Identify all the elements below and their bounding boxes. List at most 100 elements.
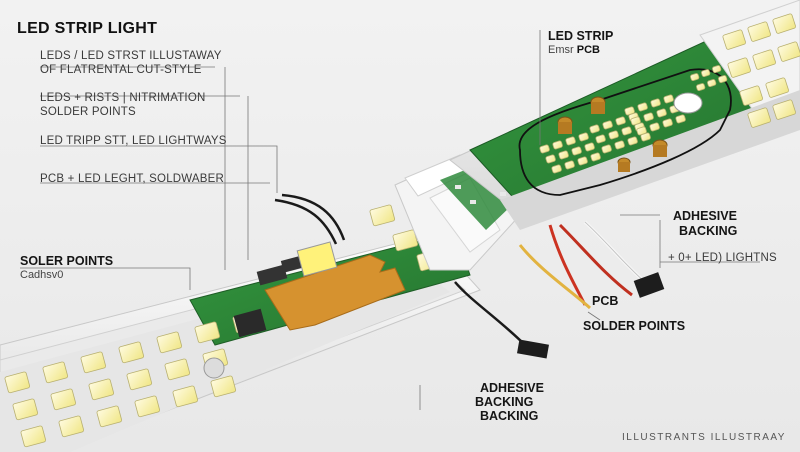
pcb-led xyxy=(608,130,619,140)
led-chip xyxy=(156,331,182,354)
led-chip xyxy=(772,99,796,120)
pcb-led xyxy=(578,132,589,142)
led-chip-small xyxy=(296,241,338,277)
label-led-tripp: LED TRIPP STT, LED LIGHTWAYS xyxy=(40,135,227,147)
pcb-led xyxy=(621,126,632,136)
pcb-led xyxy=(577,156,588,166)
led-chip xyxy=(80,351,106,374)
led-chip xyxy=(118,341,144,364)
pcb-led xyxy=(663,94,674,104)
smd-component xyxy=(470,200,476,204)
smd-component xyxy=(500,192,506,196)
pcb-led xyxy=(602,120,613,130)
pcb-led xyxy=(565,136,576,146)
upper-pcb-leds xyxy=(539,65,728,174)
led-chip xyxy=(42,361,68,384)
label-solder-points-center: SOLDER POINTS xyxy=(583,319,686,333)
led-chip xyxy=(96,405,122,428)
led-chip xyxy=(772,13,796,34)
led-chip xyxy=(210,375,236,398)
pcb-led xyxy=(551,164,562,174)
pcb-led xyxy=(630,116,641,126)
pcb-led xyxy=(649,122,660,132)
diagram-title: LED STRIP LIGHT xyxy=(17,20,158,37)
label-leds-strst: LEDS / LED STRST ILLUSTAWAY xyxy=(40,50,222,62)
wire-red xyxy=(548,224,587,306)
wire-black-2 xyxy=(281,193,346,241)
pcb-led xyxy=(637,102,648,112)
upper-right-led-array xyxy=(722,13,800,128)
pcb-led xyxy=(701,69,711,78)
led-chip xyxy=(747,107,771,128)
label-flatrental: OF FLATRENTAL CUT-STYLE xyxy=(40,64,202,76)
pcb-led xyxy=(601,144,612,154)
pcb-led xyxy=(624,106,635,116)
label-pcb-center: PCB xyxy=(592,294,619,308)
wire-yellow xyxy=(518,244,592,310)
pcb-trace xyxy=(518,68,732,196)
label-led-strip: LED STRIP xyxy=(548,29,614,43)
led-chip xyxy=(58,415,84,438)
screw xyxy=(203,357,225,379)
smd-component xyxy=(455,185,461,189)
led-chip xyxy=(126,368,152,391)
pcb-led xyxy=(552,140,563,150)
upper-chips xyxy=(455,185,506,204)
plug-bottom xyxy=(517,339,549,359)
led-chip xyxy=(722,29,746,50)
connector-block xyxy=(256,264,288,286)
led-chip xyxy=(12,398,38,421)
pcb-led xyxy=(696,83,706,92)
pcb-led xyxy=(718,75,728,84)
led-chip xyxy=(727,57,751,78)
pcb-led xyxy=(614,140,625,150)
label-backing-right: BACKING xyxy=(679,224,738,238)
pcb-led xyxy=(564,160,575,170)
led-chip xyxy=(777,41,800,62)
plug-right xyxy=(633,272,665,298)
pcb-led xyxy=(690,73,700,82)
pcb-led xyxy=(615,116,626,126)
led-chip xyxy=(194,321,220,344)
pcb-led xyxy=(707,79,717,88)
pcb-led xyxy=(590,152,601,162)
connector-clip xyxy=(394,154,521,271)
pcb-led xyxy=(539,144,550,154)
led-chip xyxy=(88,378,114,401)
led-chip xyxy=(172,385,198,408)
label-pcb-top: PCB xyxy=(576,44,600,56)
label-emsr: Emsr xyxy=(548,44,574,56)
led-chip xyxy=(765,77,789,98)
label-adhesive-bottom: ADHESIVE xyxy=(480,381,544,395)
pcb-led xyxy=(595,134,606,144)
led-chip xyxy=(134,395,160,418)
pcb-led xyxy=(662,118,673,128)
label-pcb-led-legth: PCB + LED LEGHT, SOLDWABER xyxy=(40,173,225,185)
led-chip xyxy=(50,388,76,411)
led-chip xyxy=(4,371,30,394)
copper-pad xyxy=(264,254,406,331)
pcb-led xyxy=(627,136,638,146)
led-chip xyxy=(20,425,46,448)
pcb-led xyxy=(656,108,667,118)
pcb-led xyxy=(571,146,582,156)
label-soler-points: SOLER POINTS xyxy=(20,254,114,268)
illustration-credit: ILLUSTRANTS ILLUSTRAAY xyxy=(622,432,786,443)
label-backing-bottom-1: BACKING xyxy=(475,395,534,409)
label-emsr-pcb: Emsr PCB xyxy=(548,44,600,56)
label-leds-rists: LEDS + RISTS | NITRIMATION xyxy=(40,92,206,104)
led-chip xyxy=(752,49,776,70)
led-chip xyxy=(392,229,418,252)
pcb-led xyxy=(636,126,647,136)
label-cadhsv0: Cadhsv0 xyxy=(20,269,64,281)
label-backing-bottom-2: BACKING xyxy=(480,409,539,423)
leader-lines xyxy=(20,30,760,410)
mounting-hole xyxy=(673,92,703,114)
pcb-led xyxy=(712,65,722,74)
wire-bottom xyxy=(454,281,526,346)
pcb-led xyxy=(545,154,556,164)
led-chip xyxy=(747,21,771,42)
led-chip xyxy=(369,204,395,227)
ic-chip xyxy=(233,308,267,338)
